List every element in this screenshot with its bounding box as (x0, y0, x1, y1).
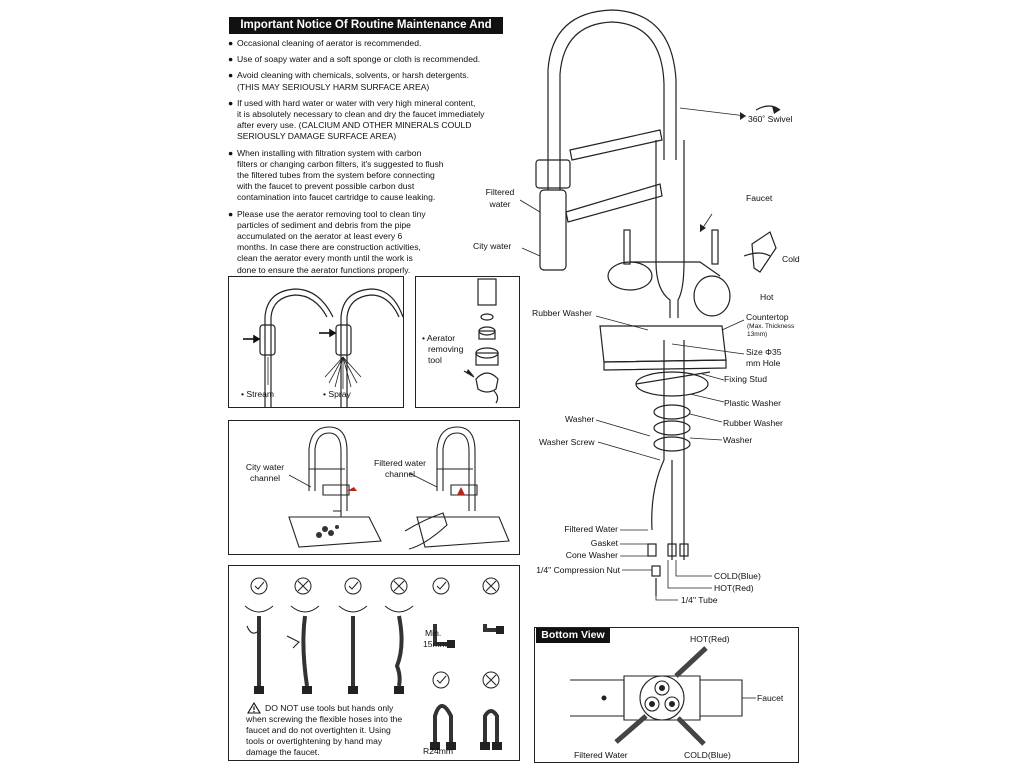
notice-title: Important Notice Of Routine Maintenance … (229, 17, 503, 48)
washer-right-label: Washer (723, 435, 753, 445)
hose-warning-illustration (244, 577, 504, 750)
min-length-label-1: Min. (425, 628, 442, 638)
bend-radius-label: R24mm (423, 746, 454, 756)
notice-line: with the faucet to prevent possible carb… (237, 181, 415, 192)
hole-size-label-1: Size Φ35 (746, 347, 782, 357)
bullet-icon: ● (228, 208, 234, 219)
notice-line: months. In case there are construction a… (237, 242, 421, 253)
gasket-label: Gasket (590, 538, 618, 548)
min-length-label-2: 15mm (423, 639, 447, 649)
faucet-label: Faucet (746, 193, 773, 203)
city-water-label: City water (473, 241, 512, 251)
hose-warning-line-4: tools or overtightening by hand may (246, 736, 383, 746)
spray-label: • Spray (323, 389, 351, 399)
aerator-tool-label-1: • Aerator (422, 333, 456, 343)
hot-red-label: HOT(Red) (714, 583, 754, 593)
notice-line: the filtered tubes from the system befor… (237, 170, 435, 181)
notice-item: ●Avoid cleaning with chemicals, solvents… (228, 70, 510, 92)
notice-line: filters or changing carbon filters, it's… (237, 158, 444, 169)
notice-item: ●Please use the aerator removing tool to… (228, 209, 510, 276)
swivel-label: 360˚ Swivel (748, 114, 793, 124)
countertop-label: Countertop (746, 312, 789, 322)
notice-line: contamination into faucet cartridge to c… (237, 192, 436, 203)
washer-left-label: Washer (565, 414, 595, 424)
countertop-note-2: 13mm) (747, 331, 768, 338)
cold-blue-label: COLD(Blue) (714, 571, 761, 581)
hose-warning-line-1: DO NOT use tools but hands only (265, 703, 394, 713)
cone-washer-label: Cone Washer (565, 550, 618, 560)
bottom-view-title: Bottom View (536, 628, 610, 643)
rubber-washer-label: Rubber Washer (723, 418, 783, 428)
bullet-icon: ● (228, 147, 234, 158)
notice-line: SERIOUSLY DAMAGE SURFACE AREA) (237, 131, 397, 142)
notice-line: When installing with filtration system w… (237, 147, 422, 158)
fixing-stud-label: Fixing Stud (724, 374, 767, 384)
filtered-water-channel-label-1: Filtered water (373, 458, 427, 468)
notice-line: Avoid cleaning with chemicals, solvents,… (237, 70, 469, 81)
bullet-icon: ● (228, 97, 234, 108)
stream-label: • Stream (241, 389, 275, 399)
compression-nut-label: 1/4" Compression Nut (536, 565, 620, 575)
aerator-tool-panel: • Aerator removing tool (415, 276, 520, 408)
filtered-water-channel-label-2: channel (384, 469, 416, 479)
notice-line: accumulated on the aerator at least ever… (237, 231, 403, 242)
notice-line: it is absolutely necessary to clean and … (237, 109, 485, 120)
water-channel-panel: City water channel Filtered water channe… (228, 420, 520, 555)
hose-warning-panel: Min. 15mm R24mm DO NOT use tools but han… (228, 565, 520, 761)
notice-item: ●If used with hard water or water with v… (228, 98, 510, 143)
hose-warning-line-5: damage the faucet. (246, 747, 320, 757)
spray-mode-illustration (243, 288, 404, 408)
plastic-washer-label: Plastic Washer (724, 398, 781, 408)
water-channel-illustration (288, 426, 510, 550)
bottom-view-cold-label: COLD(Blue) (684, 750, 731, 760)
notice-line: clean the aerator every month until the … (237, 253, 413, 264)
notice-line: (THIS MAY SERIOUSLY HARM SURFACE AREA) (237, 81, 430, 92)
rubber-washer-top-label: Rubber Washer (532, 308, 592, 318)
city-water-channel-label-1: City water (245, 462, 285, 472)
notice-line: particles of sediment and debris from th… (237, 219, 411, 230)
washer-screw-label: Washer Screw (539, 437, 595, 447)
spray-mode-panel: • Stream • Spray (228, 276, 404, 408)
hot-label: Hot (760, 292, 774, 302)
hole-size-label-2: mm Hole (746, 358, 781, 368)
notice-item: ●Use of soapy water and a soft sponge or… (228, 54, 510, 65)
aerator-tool-label-3: tool (428, 355, 442, 365)
bottom-view-faucet-label: Faucet (757, 693, 784, 703)
tube-label: 1/4" Tube (681, 595, 718, 605)
notice-line: If used with hard water or water with ve… (237, 97, 476, 108)
warning-triangle-icon (247, 702, 261, 714)
notice-line: Please use the aerator removing tool to … (237, 208, 426, 219)
cold-label: Cold (782, 254, 800, 264)
notice-item: ●When installing with filtration system … (228, 148, 510, 204)
filtered-water-tube-label: Filtered Water (564, 524, 618, 534)
bullet-icon: ● (228, 54, 234, 65)
notice-line: Use of soapy water and a soft sponge or … (237, 54, 481, 65)
notice-list: ●Occasional cleaning of aerator is recom… (228, 38, 510, 281)
bullet-icon: ● (228, 38, 234, 48)
bottom-view-panel (534, 627, 799, 763)
bottom-view-filtered-label: Filtered Water (574, 750, 628, 760)
bullet-icon: ● (228, 70, 234, 81)
city-water-channel-label-2: channel (249, 473, 281, 483)
notice-line: done to ensure the aerator functions pro… (237, 264, 411, 275)
countertop-note-1: (Max. Thickness (747, 323, 795, 330)
aerator-tool-label-2: removing (428, 344, 464, 354)
notice-line: after every use. (CALCIUM AND OTHER MINE… (237, 120, 472, 131)
filtered-water-label-2: water (489, 199, 511, 209)
hose-warning-line-2: when screwing the flexible hoses into th… (246, 714, 403, 724)
filtered-water-label-1: Filtered (485, 187, 515, 197)
hose-warning-line-3: faucet and do not overtighten it. Using (246, 725, 391, 735)
bottom-view-hot-label: HOT(Red) (690, 634, 730, 644)
notice-line: Occasional cleaning of aerator is recomm… (237, 38, 422, 48)
notice-item: ●Occasional cleaning of aerator is recom… (228, 38, 510, 49)
aerator-tool-illustration (463, 278, 499, 404)
